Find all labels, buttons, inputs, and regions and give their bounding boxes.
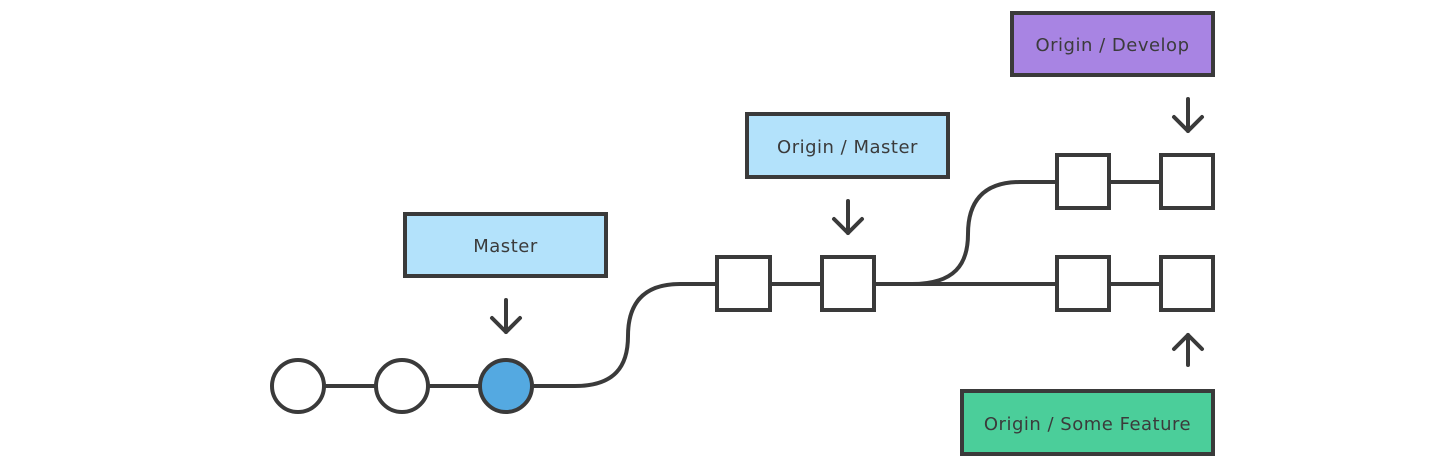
arrow-down-icon-origin-master [832,199,864,235]
commit-square-develop-2 [1159,153,1215,210]
arrow-down-icon-origin-develop [1172,97,1204,133]
label-master: Master [403,212,608,278]
head-commit-circle [478,358,534,414]
arrow-down-icon-master [490,298,522,334]
label-origin-develop-text: Origin / Develop [1035,35,1189,56]
label-origin-some-feature: Origin / Some Feature [960,389,1215,456]
commit-square-feature-1 [1055,255,1111,312]
commit-square-shared-2 [820,255,876,312]
label-origin-master-text: Origin / Master [777,137,918,158]
label-master-text: Master [473,236,538,257]
commit-square-develop-1 [1055,153,1111,210]
label-origin-some-feature-text: Origin / Some Feature [984,414,1191,435]
arrow-up-icon-origin-some-feature [1172,333,1204,367]
edge-s2-d1 [910,180,1059,286]
commit-circle-2 [374,358,430,414]
edge-c3-s1 [530,282,719,388]
commit-circle-1 [270,358,326,414]
commit-square-shared-1 [715,255,772,312]
commit-square-feature-2 [1159,255,1215,312]
label-origin-develop: Origin / Develop [1010,11,1215,77]
label-origin-master: Origin / Master [745,112,950,179]
